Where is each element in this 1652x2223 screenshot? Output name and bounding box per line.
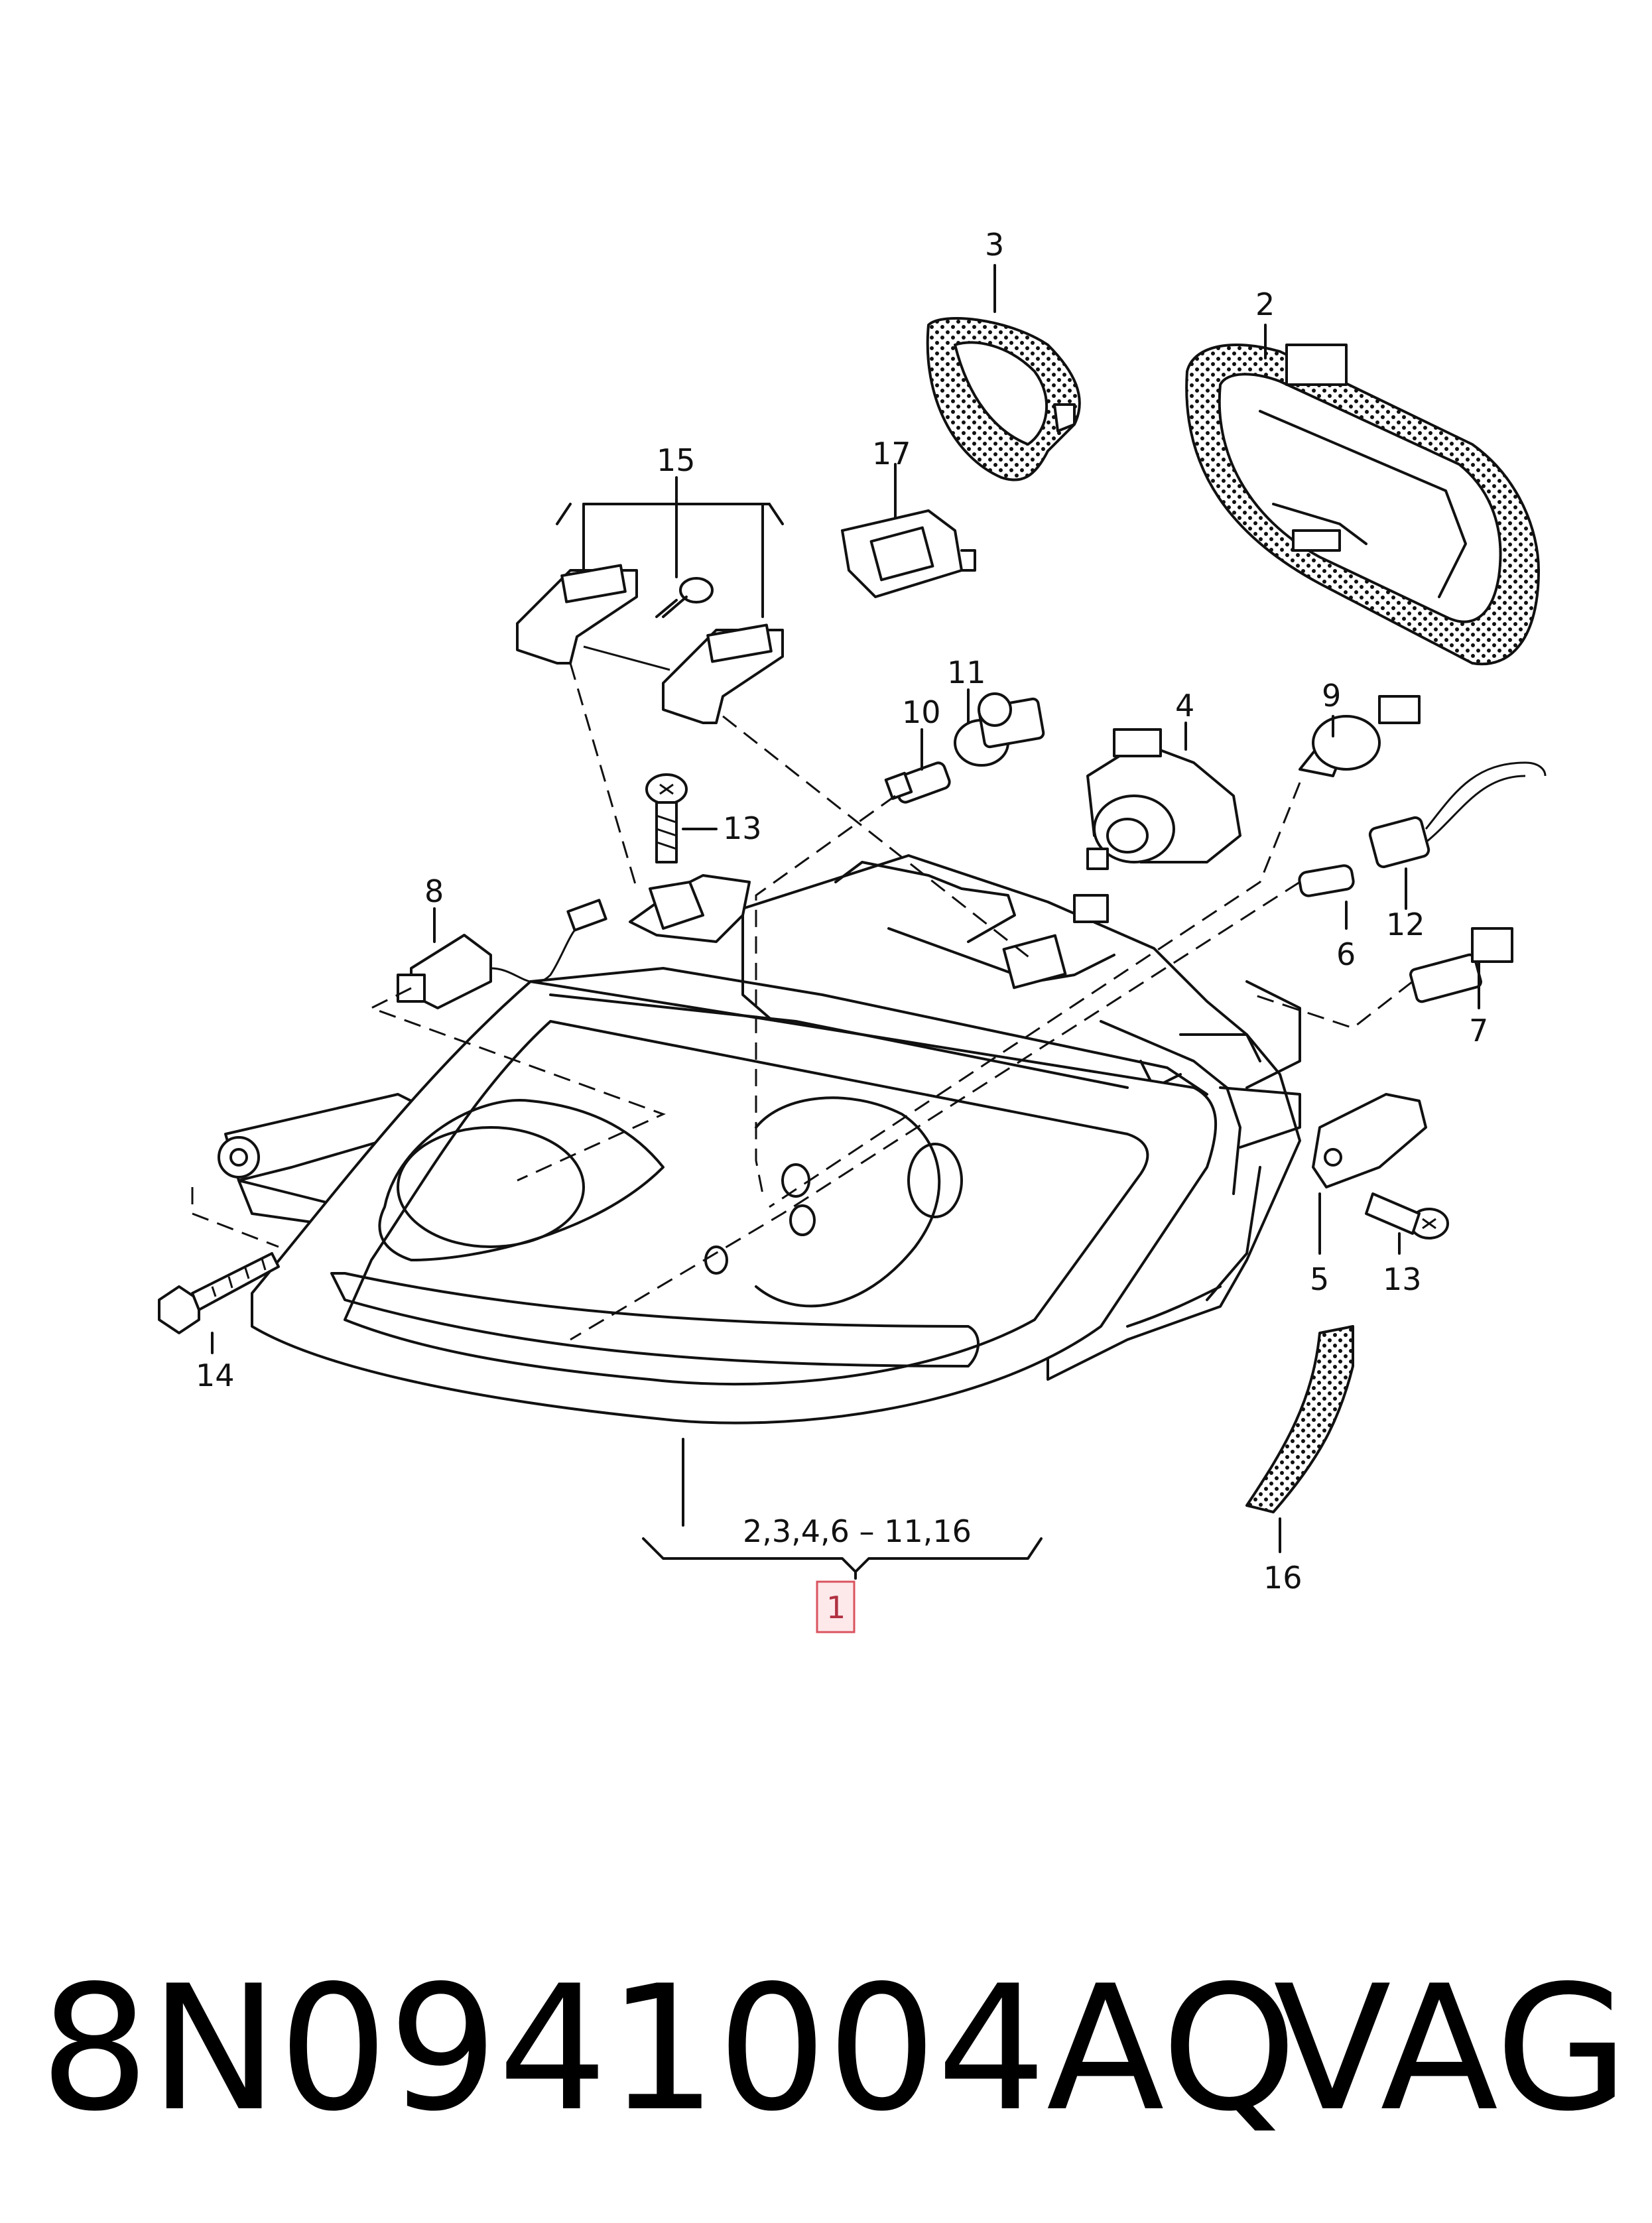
callout-2: 2: [1255, 286, 1275, 322]
callout-7: 7: [1469, 1013, 1488, 1048]
callout-11: 11: [947, 655, 986, 690]
part-6-bulb: [1298, 864, 1355, 897]
headlamp-assembly: [218, 854, 1301, 1425]
callout-1-highlight: [816, 1580, 856, 1633]
callout-13-lower: 13: [1383, 1261, 1422, 1297]
part-13-screws: [645, 773, 1449, 1239]
part-5-bracket: [1312, 1093, 1427, 1188]
part-14-bolt: [158, 1252, 280, 1334]
leader-lines: [211, 264, 1480, 1580]
part-11-bulb: [954, 692, 1045, 767]
callout-14: 14: [196, 1358, 235, 1393]
part-9-bulb: [1299, 695, 1421, 777]
part-16-trim: [1245, 1325, 1354, 1513]
callout-6: 6: [1336, 936, 1356, 972]
callout-3: 3: [985, 227, 1004, 263]
callout-1[interactable]: 1: [826, 1590, 846, 1625]
callout-5: 5: [1310, 1261, 1329, 1297]
part-number: 8N0941004AQ: [40, 1949, 1297, 2149]
callout-13-upper: 13: [723, 810, 762, 846]
part-17-connector: [841, 509, 976, 598]
brand-name: VAG: [1273, 1949, 1629, 2149]
part-3-bulb-cap: [926, 317, 1081, 481]
assembly-lines: [191, 663, 1413, 1341]
callout-labels: 3 2 17 15 11 10 4 9 13 8 12 6 7 5 13 14 …: [196, 227, 1488, 1633]
callout-9: 9: [1322, 678, 1341, 714]
callout-4: 4: [1175, 688, 1194, 724]
callout-12: 12: [1386, 907, 1425, 942]
part-2-housing-cover: [1185, 344, 1540, 666]
callout-17: 17: [872, 436, 911, 472]
callout-10: 10: [902, 694, 941, 730]
group-label: 2,3,4,6 – 11,16: [743, 1513, 972, 1549]
part-10-bulb: [884, 761, 951, 804]
part-15-clips: [516, 564, 784, 724]
callout-16: 16: [1263, 1560, 1303, 1596]
callout-15: 15: [657, 442, 696, 478]
part-8-socket: [397, 899, 607, 1009]
callout-8: 8: [424, 873, 444, 909]
part-12-harness: [1368, 761, 1547, 869]
part-4-leveling-motor: [1086, 728, 1241, 870]
